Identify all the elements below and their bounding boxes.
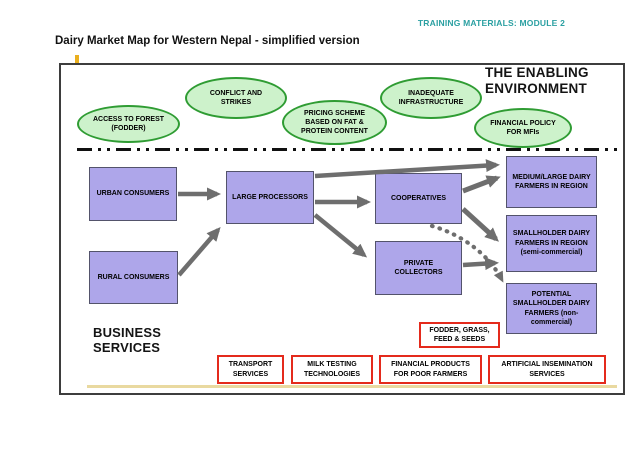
- business-services-label: BUSINESS SERVICES: [93, 325, 162, 355]
- actor-large-processors: LARGE PROCESSORS: [226, 171, 314, 224]
- actor-smallholder-farmers: SMALLHOLDER DAIRY FARMERS IN REGION (sem…: [506, 215, 597, 272]
- page-title: Dairy Market Map for Western Nepal - sim…: [55, 35, 360, 47]
- actor-potential-smallholder-farmers: POTENTIAL SMALLHOLDER DAIRY FARMERS (non…: [506, 283, 597, 334]
- actor-private-collectors: PRIVATE COLLECTORS: [375, 241, 462, 295]
- oval-financial-policy: FINANCIAL POLICY FOR MFIs: [474, 108, 572, 148]
- bottom-accent-line: [87, 385, 617, 388]
- module-tag: TRAINING MATERIALS: MODULE 2: [417, 18, 565, 28]
- enabling-environment-label: THE ENABLING ENVIRONMENT: [485, 65, 589, 96]
- enabling-environment-divider: [77, 148, 622, 151]
- oval-access-forest: ACCESS TO FOREST (FODDER): [77, 105, 180, 143]
- actor-urban-consumers: URBAN CONSUMERS: [89, 167, 177, 221]
- service-transport: TRANSPORT SERVICES: [217, 355, 284, 384]
- oval-pricing-scheme: PRICING SCHEME BASED ON FAT & PROTEIN CO…: [282, 100, 387, 145]
- oval-conflict-strikes: CONFLICT AND STRIKES: [185, 77, 287, 119]
- service-financial-products: FINANCIAL PRODUCTS FOR POOR FARMERS: [379, 355, 482, 384]
- service-milk-testing: MILK TESTING TECHNOLOGIES: [291, 355, 373, 384]
- actor-rural-consumers: RURAL CONSUMERS: [89, 251, 178, 304]
- actor-medium-large-farmers: MEDIUM/LARGE DAIRY FARMERS IN REGION: [506, 156, 597, 208]
- market-map-frame: THE ENABLING ENVIRONMENT ACCESS TO FORES…: [59, 63, 625, 395]
- service-artificial-insemination: ARTIFICIAL INSEMINATION SERVICES: [488, 355, 606, 384]
- service-fodder-grass-feed-seeds: FODDER, GRASS, FEED & SEEDS: [419, 322, 500, 348]
- actor-cooperatives: COOPERATIVES: [375, 173, 462, 224]
- oval-inadequate-infrastructure: INADEQUATE INFRASTRUCTURE: [380, 77, 482, 119]
- slide-accent-tick: [75, 55, 79, 63]
